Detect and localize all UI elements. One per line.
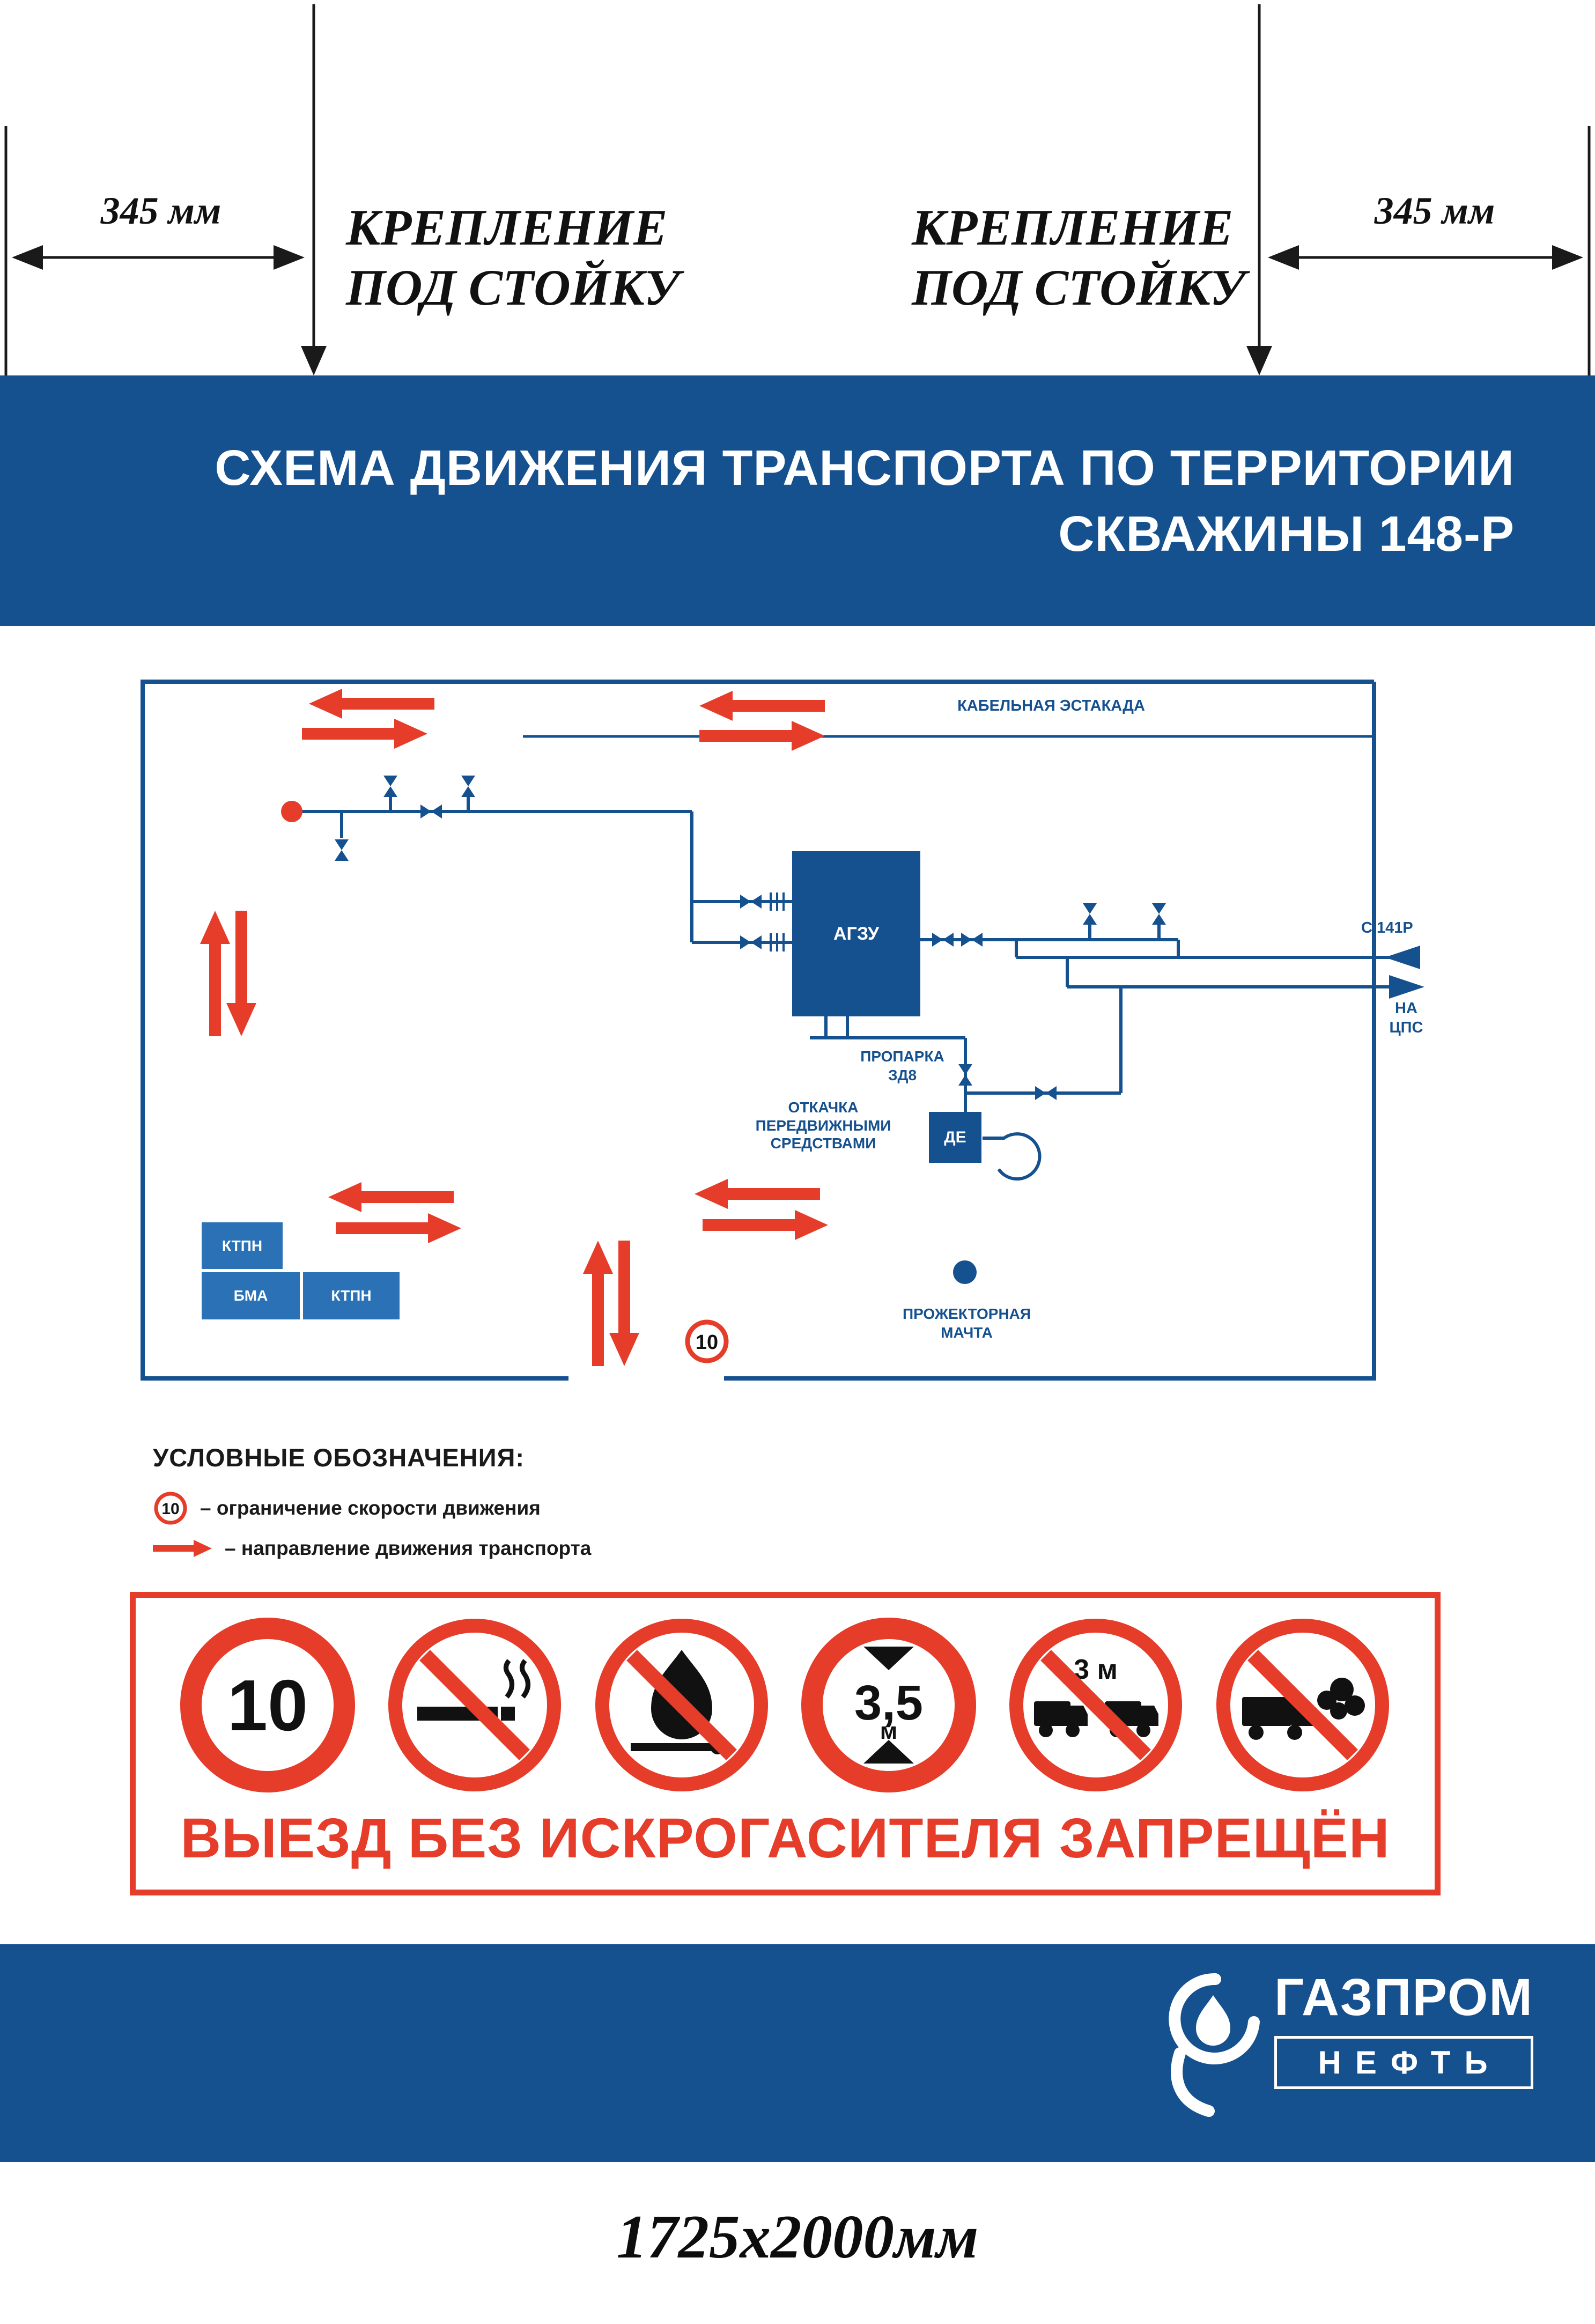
- otkachka-label: ОТКАЧКА ПЕРЕДВИЖНЫМИ СРЕДСТВАМИ: [755, 1099, 891, 1152]
- speed-limit-10-sign: 10: [180, 1617, 355, 1792]
- speed-limit-marker-value: 10: [696, 1331, 718, 1354]
- floodlight-mast-label: ПРОЖЕКТОРНАЯ МАЧТА: [902, 1305, 1031, 1341]
- na-cps-label: НА ЦПС: [1389, 1000, 1423, 1037]
- footer-brand-band: [0, 1944, 1595, 2162]
- ktpn-box-1: КТПН: [202, 1222, 283, 1269]
- proparka-label: ПРОПАРКА ЗД8: [860, 1048, 944, 1083]
- plate-size-label: 1725х2000мм: [616, 2203, 979, 2271]
- min-distance-sign: 3 м: [1009, 1618, 1182, 1791]
- brand-gazprom: ГАЗПРОМ: [1274, 1968, 1534, 2026]
- legend-item-direction: – направление движения транспорта: [153, 1537, 591, 1560]
- svg-text:м: м: [880, 1718, 898, 1744]
- svg-text:3,5: 3,5: [854, 1676, 923, 1730]
- s141r-label: С 141Р: [1361, 919, 1413, 936]
- pipe-flow-arrows: [1385, 946, 1424, 999]
- poster-title-band: СХЕМА ДВИЖЕНИЯ ТРАНСПОРТА ПО ТЕРРИТОРИИ …: [0, 375, 1595, 626]
- svg-text:10: 10: [161, 1500, 179, 1518]
- ktpn-box-2: КТПН: [303, 1272, 400, 1319]
- agzu-unit-box: АГЗУ: [792, 851, 920, 1016]
- flare-hook: [983, 1132, 1042, 1181]
- speed-limit-legend-icon: 10: [154, 1492, 187, 1525]
- floodlight-mast-dot: [953, 1260, 977, 1284]
- pipe-valves: [335, 776, 1166, 1100]
- legend: УСЛОВНЫЕ ОБОЗНАЧЕНИЯ: 10 – ограничение с…: [153, 1443, 591, 1560]
- direction-arrow-legend-icon: [153, 1540, 212, 1557]
- dimension-label-right: 345 мм: [1374, 189, 1495, 232]
- no-spark-exhaust-sign: [1216, 1618, 1389, 1791]
- gazprom-neft-logo: ГАЗПРОМ НЕФТЬ: [1164, 1967, 1534, 2128]
- legend-speed-text: – ограничение скорости движения: [200, 1497, 541, 1519]
- no-open-flame-sign: [595, 1618, 768, 1791]
- cable-rack-label: КАБЕЛЬНАЯ ЭСТАКАДА: [957, 697, 1145, 714]
- svg-text:10: 10: [227, 1665, 308, 1746]
- mount-note-right: КРЕПЛЕНИЕ ПОД СТОЙКУ: [912, 199, 1245, 316]
- brand-wordmark: ГАЗПРОМ НЕФТЬ: [1274, 1967, 1534, 2128]
- prohibition-signs-row: 10: [179, 1617, 1391, 1794]
- mount-note-left: КРЕПЛЕНИЕ ПОД СТОЙКУ: [346, 199, 680, 316]
- pipe-origin-dot: [281, 801, 302, 822]
- poster-title: СХЕМА ДВИЖЕНИЯ ТРАНСПОРТА ПО ТЕРРИТОРИИ …: [215, 439, 1515, 562]
- traffic-direction-arrows: [200, 689, 828, 1366]
- legend-direction-text: – направление движения транспорта: [225, 1537, 592, 1559]
- flange-ticks: [770, 892, 785, 951]
- de-unit-box: ДЕ: [929, 1112, 981, 1163]
- dimension-label-left: 345 мм: [100, 189, 221, 232]
- gazprom-flame-icon: [1169, 1973, 1260, 2117]
- warning-caption: ВЫЕЗД БЕЗ ИСКРОГАСИТЕЛЯ ЗАПРЕЩЁН: [180, 1807, 1390, 1870]
- height-limit-sign: 3,5 м: [801, 1617, 976, 1792]
- legend-title: УСЛОВНЫЕ ОБОЗНАЧЕНИЯ:: [153, 1443, 525, 1472]
- no-smoking-sign: [388, 1618, 561, 1791]
- brand-neft: НЕФТЬ: [1274, 2036, 1534, 2089]
- legend-item-speed: 10 – ограничение скорости движения: [153, 1491, 591, 1526]
- prohibition-signs-box: 10: [130, 1592, 1441, 1895]
- speed-limit-marker: 10: [685, 1319, 729, 1363]
- bma-box: БМА: [202, 1272, 300, 1319]
